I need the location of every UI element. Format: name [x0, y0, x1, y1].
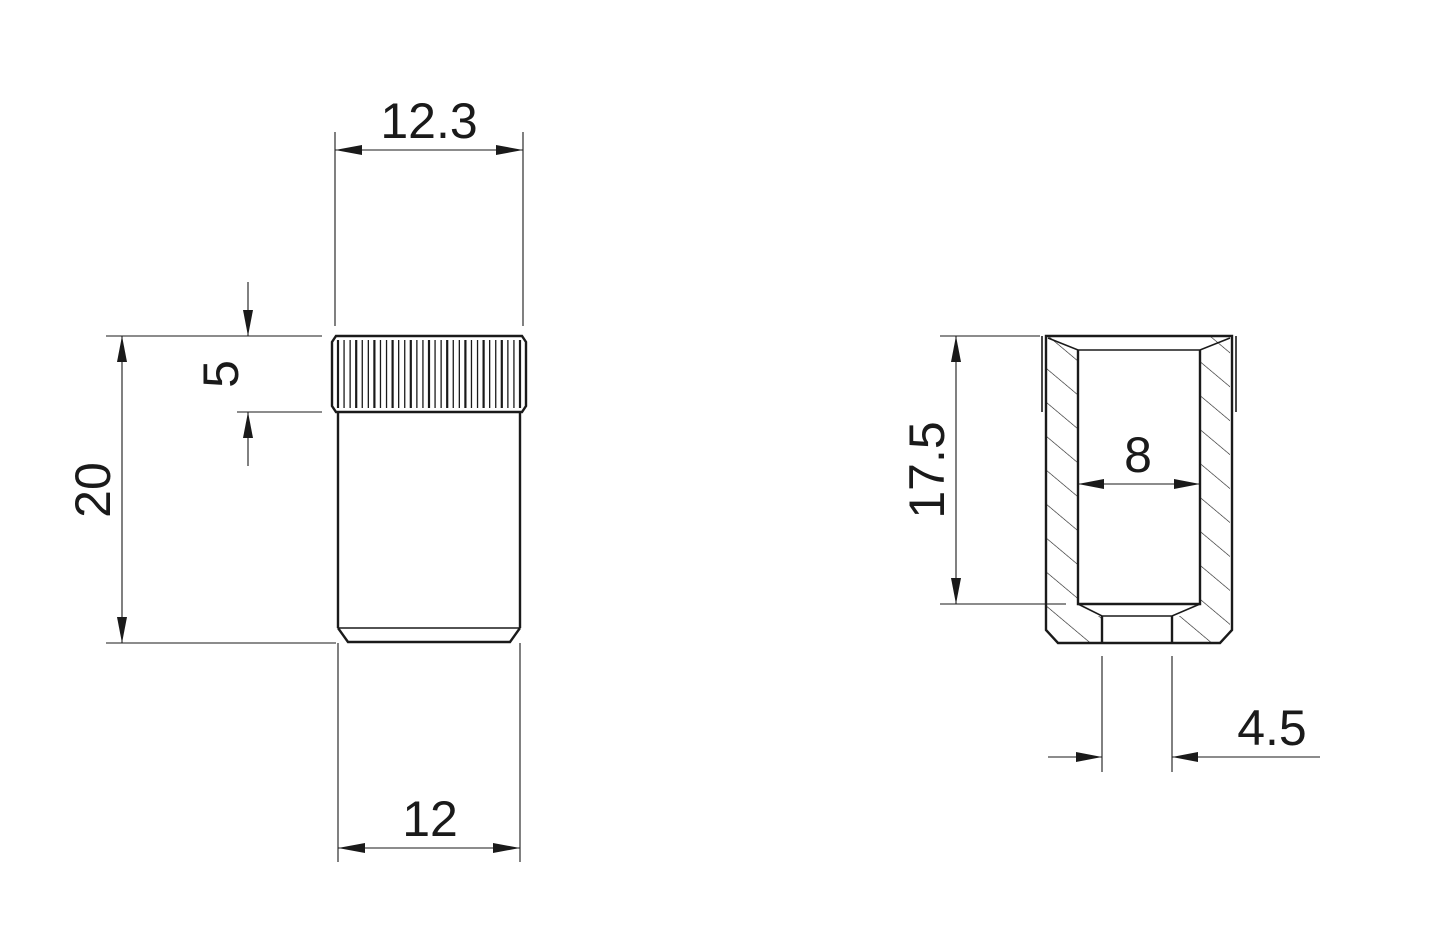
dim-hole-diameter: 4.5: [1048, 656, 1320, 772]
dim-knurl-height: 5: [193, 282, 322, 466]
dim-bore-diameter-label: 8: [1124, 427, 1152, 483]
dim-body-width-label: 12: [402, 791, 458, 847]
sleeve-body: [336, 412, 522, 644]
dim-head-width: 12.3: [334, 93, 524, 326]
dim-head-width-label: 12.3: [380, 93, 477, 149]
dim-bore-diameter: 8: [1078, 427, 1200, 489]
dim-hole-diameter-label: 4.5: [1237, 700, 1307, 756]
dim-knurl-height-label: 5: [193, 360, 249, 388]
dim-bore-depth: 17.5: [899, 335, 1066, 605]
dim-total-length-label: 20: [65, 462, 121, 518]
dim-bore-depth-label: 17.5: [899, 421, 955, 518]
dim-body-width: 12: [337, 643, 521, 862]
section-view: 17.5 8 4.5: [899, 334, 1320, 772]
knurled-head: [330, 334, 528, 414]
side-view: 12.3 5 20 12: [65, 93, 528, 862]
dim-total-length: 20: [65, 335, 336, 644]
knurl-pattern: [336, 340, 522, 408]
left-wall-hatch: [1046, 336, 1102, 643]
